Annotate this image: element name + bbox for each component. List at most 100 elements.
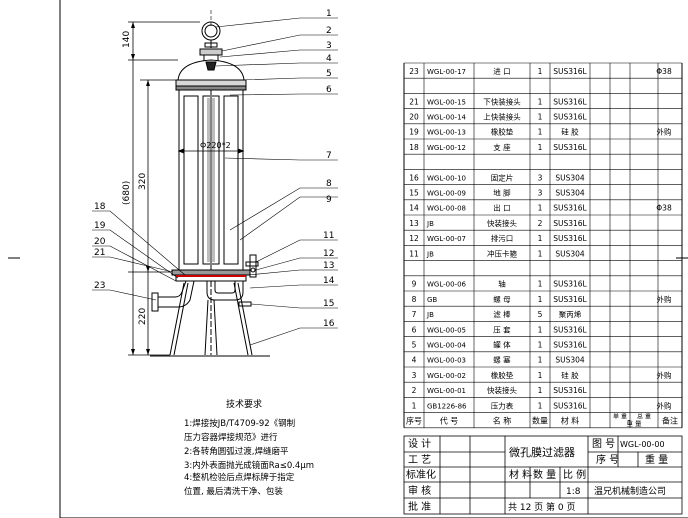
bom-row-material: SUS316L (553, 401, 587, 410)
title-block (403, 435, 683, 515)
tb-seq-label: 序 号 (596, 453, 619, 466)
dim-140: 140 (122, 31, 132, 48)
tb-process: 工 艺 (408, 454, 431, 466)
bom-row-code: WGL-00-08 (427, 205, 466, 213)
tech-line-4: 3:内外表面抛光成镜面Ra≤0.4μm (184, 460, 314, 471)
tech-line-5: 4:整机检验后点焊标牌于指定 (184, 472, 295, 483)
tb-material-label: 材 料 (509, 468, 532, 481)
bom-header-code: 代 号 (440, 416, 459, 426)
bom-row-material: SUS304 (555, 249, 585, 258)
bom-row-code: WGL-00-12 (427, 144, 466, 152)
bom-row-qty: 1 (538, 204, 543, 213)
bom-row-name: 地 脚 (493, 188, 510, 198)
bom-row-code: JB (426, 250, 434, 258)
tb-approve: 批 准 (408, 500, 431, 513)
bom-row-material: 硅 胶 (561, 370, 579, 380)
bom-row-material: 硅 胶 (561, 127, 579, 137)
bom-row-no: 5 (412, 341, 417, 350)
bom-row-note: Φ38 (656, 204, 672, 213)
tb-weight-label: 重 量 (645, 453, 668, 466)
bom-row-qty: 1 (538, 113, 543, 122)
bom-row-qty: 5 (538, 310, 543, 319)
bom-row-material: SUS316L (553, 386, 587, 395)
callout-15: 15 (323, 299, 334, 309)
callout-16: 16 (323, 319, 335, 329)
bom-row-code: WGL-00-10 (427, 174, 466, 182)
bom-row-material: SUS316L (553, 325, 587, 334)
callout-13: 13 (323, 261, 334, 271)
tb-qty-label: 数 量 (533, 468, 556, 481)
tech-line-3: 2:各转角圆弧过渡,焊缝磨平 (184, 446, 289, 457)
tb-standard: 标准化 (406, 468, 436, 481)
bom-row-name: 固定片 (491, 172, 514, 182)
bom-row-material: SUS304 (555, 189, 585, 198)
technical-requirements: 技术要求 1:焊接按JB/T4709-92《钢制 压力容器焊接规范》进行 2:各… (184, 398, 314, 497)
callout-3: 3 (326, 41, 332, 51)
bom-row-no: 20 (409, 113, 419, 122)
bom-row-no: 13 (409, 219, 419, 228)
bom-row-qty: 1 (538, 67, 543, 76)
bom-row-no: 7 (412, 310, 417, 319)
dimension-lines (128, 21, 200, 356)
bom-row-name: 支 座 (493, 142, 511, 152)
bom-row-name: 快装接头 (487, 385, 517, 395)
bom-row-material: SUS304 (555, 356, 585, 365)
bom-row-no: 14 (409, 204, 419, 213)
tb-scale-label: 比 例 (563, 468, 586, 481)
bom-row-no: 4 (412, 356, 417, 365)
callout-12: 12 (323, 249, 334, 259)
bom-row-material: SUS316L (553, 295, 587, 304)
bom-row-qty: 1 (538, 234, 543, 243)
bom-row-no: 8 (412, 295, 417, 304)
bom-row-material: SUS316L (553, 280, 587, 289)
bom-row-material: SUS316L (553, 97, 587, 106)
bom-row-material: SUS316L (553, 143, 587, 152)
tb-review: 审 核 (408, 484, 431, 497)
bom-row-code: WGL-00-06 (427, 281, 467, 289)
bom-row-material: SUS316L (553, 113, 587, 122)
bom-row-qty: 1 (538, 295, 543, 304)
bom-row-material: 聚丙烯 (559, 309, 582, 319)
tech-line-1: 1:焊接按JB/T4709-92《钢制 (184, 418, 295, 429)
bom-row-code: WGL-00-01 (427, 387, 466, 395)
callout-7: 7 (326, 151, 332, 161)
callout-5: 5 (326, 69, 332, 79)
tech-title: 技术要求 (226, 398, 262, 410)
bom-row-no: 9 (412, 280, 417, 289)
bom-row-name: 螺 塞 (493, 355, 511, 365)
bom-row-name: 螺 母 (493, 294, 511, 304)
bom-row-note: 外购 (657, 127, 672, 137)
callout-4: 4 (326, 54, 332, 64)
bom-row-note: 外购 (657, 370, 672, 380)
bom-row-code: WGL-00-05 (427, 326, 466, 334)
bom-row-code: GB (427, 296, 437, 304)
bom-row-name: 滤 棒 (493, 309, 511, 319)
bom-header-weight: 重 量 (626, 420, 642, 428)
callout-2: 2 (326, 26, 332, 36)
bom-header-material: 材 料 (561, 416, 580, 426)
callout-11: 11 (323, 231, 334, 241)
bom-row-material: SUS316L (553, 67, 587, 76)
bom-header-qty: 数量 (532, 416, 548, 426)
bom-header-seq: 序号 (406, 416, 422, 426)
bom-row-qty: 1 (538, 128, 543, 137)
tb-product-name: 微孔膜过滤器 (509, 445, 575, 459)
bom-row-name: 快装接头 (487, 218, 517, 228)
tb-drawing-no-label: 图 号 (592, 438, 615, 450)
bom-row-code: GB1226-86 (427, 402, 467, 410)
bom-row-code: WGL-00-17 (427, 68, 466, 76)
bom-row-no: 12 (409, 234, 419, 243)
bom-row-note: 外购 (657, 400, 672, 410)
bom-header-note: 备注 (662, 416, 678, 426)
bom-row-no: 15 (409, 189, 419, 198)
bom-row-name: 压 套 (493, 324, 511, 334)
bom-row-code: WGL-00-02 (427, 372, 466, 380)
bom-row-name: 下快装接头 (483, 96, 521, 106)
bom-row-qty: 1 (538, 356, 543, 365)
bom-row-qty: 1 (538, 325, 543, 334)
bom-row-material: SUS316L (553, 204, 587, 213)
tech-line-6: 位置, 最后清洗干净、包装 (184, 486, 283, 497)
bom-row-qty: 1 (538, 401, 543, 410)
bom-row-qty: 1 (538, 249, 543, 258)
